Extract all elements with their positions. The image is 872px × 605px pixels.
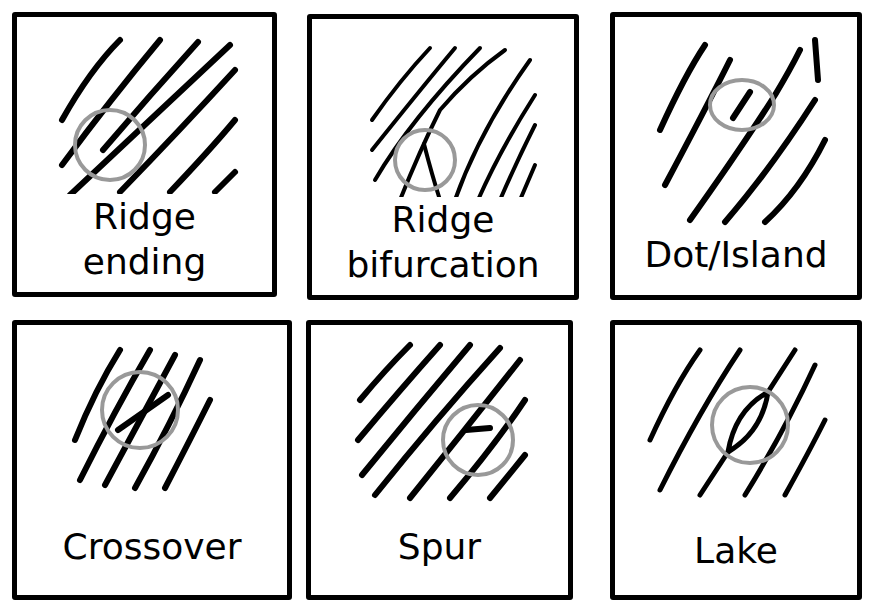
dot-island-figure [660, 40, 825, 222]
feature-box: Ridge bifurcation [307, 14, 579, 300]
feature-label: Ridge bifurcation [319, 197, 567, 287]
feature-box: Crossover [12, 320, 292, 600]
ridge-line [362, 345, 470, 475]
ridge-line [62, 40, 120, 120]
ridge-spur [466, 428, 490, 430]
highlight-circle [443, 405, 513, 475]
feature-box: Lake [610, 320, 862, 600]
ridge-bifurcation-figure [372, 48, 535, 200]
crossover-figure [75, 350, 210, 488]
ridge-line [170, 120, 235, 192]
ridge-line [372, 48, 430, 120]
feature-label: Lake [690, 528, 782, 573]
ridge-line [768, 350, 795, 392]
ridge-lake [728, 392, 768, 452]
highlight-circle [75, 110, 145, 180]
ridge-line [135, 360, 200, 488]
ridge-ending-figure [62, 40, 235, 195]
spur-figure [358, 345, 525, 498]
highlight-circle [710, 80, 774, 130]
ridge-line [520, 165, 535, 200]
ridge-line [455, 60, 530, 200]
feature-label: Crossover [59, 524, 246, 569]
ridge-line [105, 355, 175, 485]
ridge-line [785, 420, 825, 495]
ridge-line [765, 140, 825, 222]
ridge-line [75, 350, 120, 440]
ridge-dot [733, 92, 750, 118]
ridge-line [478, 95, 535, 200]
feature-box: Dot/Island [610, 12, 862, 300]
ridge-line [500, 125, 535, 200]
ridge-line [165, 400, 210, 488]
lake-figure [650, 350, 825, 495]
ridge-crossing [118, 395, 168, 430]
ridge-line [103, 42, 198, 150]
ridge-line [660, 350, 740, 490]
highlight-circle [395, 130, 455, 190]
highlight-circle [712, 387, 788, 463]
feature-label: Dot/Island [640, 232, 831, 277]
feature-box: Spur [306, 320, 573, 600]
ridge-line [700, 452, 728, 495]
feature-box: Ridge ending [12, 12, 277, 297]
ridge-line [815, 40, 818, 80]
ridge-line [70, 45, 230, 195]
ridge-line [215, 172, 235, 192]
feature-label: Ridge ending [36, 194, 254, 284]
highlight-circle [102, 372, 178, 448]
feature-label: Spur [394, 524, 485, 569]
ridge-line [120, 70, 235, 192]
ridge-line [745, 365, 815, 495]
